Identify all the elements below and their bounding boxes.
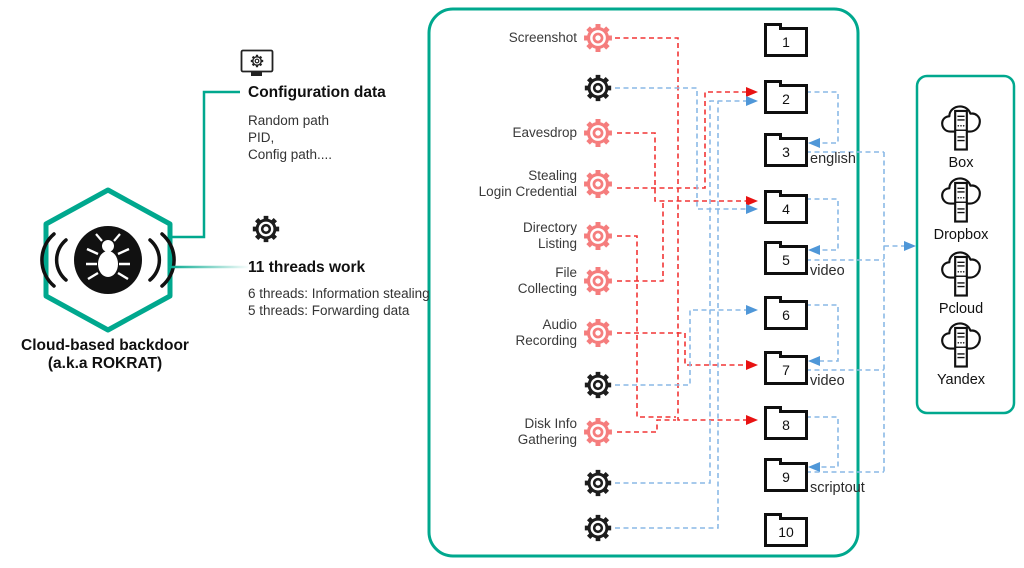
- folder-7: 7: [764, 351, 808, 385]
- route-audiorecording-folder7: [617, 332, 758, 370]
- folder-9-label: scriptout: [810, 480, 865, 496]
- route-thread11-join: [615, 101, 719, 529]
- cloud-services-box: [915, 74, 1016, 415]
- gear-thread10: [585, 470, 611, 496]
- threads-title: 11 threads work: [248, 259, 366, 276]
- thread-label-file-collecting: File Collecting: [517, 265, 577, 296]
- blue-routes: [615, 87, 916, 529]
- thread-label-login-credential: Stealing Login Credential: [478, 168, 577, 199]
- folder-5: 5: [764, 241, 808, 275]
- folder-4-number: 4: [782, 201, 790, 217]
- cloud-label-dropbox: Dropbox: [933, 227, 989, 243]
- route-folders-cloud-bus: [806, 151, 885, 473]
- folder-4: 4: [764, 190, 808, 224]
- config-line-random-path: Random path: [248, 113, 330, 128]
- folder-6: 6: [764, 296, 808, 330]
- folder-3: 3: [764, 133, 808, 167]
- gear-thread2: [585, 75, 611, 101]
- folder-10: 10: [764, 513, 808, 547]
- folder-2: 2: [764, 80, 808, 114]
- gear-login-credential: [584, 170, 612, 198]
- cloud-label-yandex: Yandex: [936, 372, 986, 388]
- pcloud-cloud-icon: [940, 251, 982, 297]
- cloud-label-pcloud: Pcloud: [938, 301, 984, 317]
- folder-3-label: english: [810, 151, 856, 167]
- backdoor-threads-box: [427, 7, 860, 558]
- thread-label-audio-recording: Audio Recording: [515, 317, 577, 348]
- config-line-pid: PID,: [248, 130, 275, 145]
- gear-thread8: [585, 372, 611, 398]
- red-routes: [615, 37, 758, 433]
- yandex-cloud-icon: [940, 322, 982, 368]
- folder-9: 9: [764, 458, 808, 492]
- route-logincredential-folder2: [617, 87, 758, 189]
- gear-screenshot: [584, 24, 612, 52]
- gear-audio-recording: [584, 319, 612, 347]
- route-folder6-folder7: [806, 304, 839, 366]
- folder-9-number: 9: [782, 469, 790, 485]
- route-filecollecting-join: [617, 201, 664, 282]
- threads-line-forwarding: 5 threads: Forwarding data: [248, 303, 410, 318]
- thread-label-screenshot: Screenshot: [508, 30, 577, 45]
- route-folder8-folder9: [806, 416, 839, 472]
- route-directorylisting-join: [617, 235, 676, 418]
- folder-7-label: video: [810, 373, 845, 389]
- dropbox-cloud-icon: [940, 177, 982, 223]
- thread-label-disk-info: Disk Info Gathering: [517, 416, 577, 447]
- folder-8: 8: [764, 406, 808, 440]
- connector-to-config: [168, 90, 240, 239]
- folder-8-number: 8: [782, 417, 790, 433]
- backdoor-title-line2: (a.k.a ROKRAT): [47, 355, 163, 372]
- route-screenshot-folder8: [615, 37, 758, 425]
- gear-disk-info: [584, 418, 612, 446]
- folder-1-number: 1: [782, 34, 790, 50]
- route-thread10-folder2: [615, 96, 758, 484]
- threads-gear-icon: [253, 216, 279, 242]
- cloud-label-box: Box: [948, 155, 974, 171]
- monitor-gear-icon: [240, 49, 274, 76]
- folder-5-label: video: [810, 263, 845, 279]
- route-thread8-folder6: [615, 305, 758, 386]
- thread-label-eavesdrop: Eavesdrop: [512, 125, 577, 140]
- gear-thread11: [585, 515, 611, 541]
- route-thread2-folder4: [615, 87, 758, 214]
- config-line-config-path: Config path....: [248, 147, 333, 162]
- config-title: Configuration data: [248, 84, 386, 101]
- rokrat-hexagon-icon: [40, 187, 176, 333]
- folder-3-number: 3: [782, 144, 790, 160]
- gear-file-collecting: [584, 267, 612, 295]
- backdoor-title-line1: Cloud-based backdoor: [21, 337, 189, 354]
- folder-7-number: 7: [782, 362, 790, 378]
- folder-6-number: 6: [782, 307, 790, 323]
- route-diskinfo-join: [617, 419, 676, 433]
- box-cloud-icon: [940, 105, 982, 151]
- route-folder2-folder3: [806, 91, 839, 148]
- bug-icon: [86, 233, 130, 281]
- gear-directory-listing: [584, 222, 612, 250]
- folder-10-number: 10: [778, 524, 794, 540]
- thread-label-directory-listing: Directory Listing: [522, 220, 577, 251]
- route-folder4-folder5: [806, 198, 839, 255]
- gear-eavesdrop: [584, 119, 612, 147]
- folder-2-number: 2: [782, 91, 790, 107]
- route-eavesdrop-folder4: [617, 132, 758, 206]
- folder-1: 1: [764, 23, 808, 57]
- threads-line-stealing: 6 threads: Information stealing: [248, 286, 430, 301]
- folder-5-number: 5: [782, 252, 790, 268]
